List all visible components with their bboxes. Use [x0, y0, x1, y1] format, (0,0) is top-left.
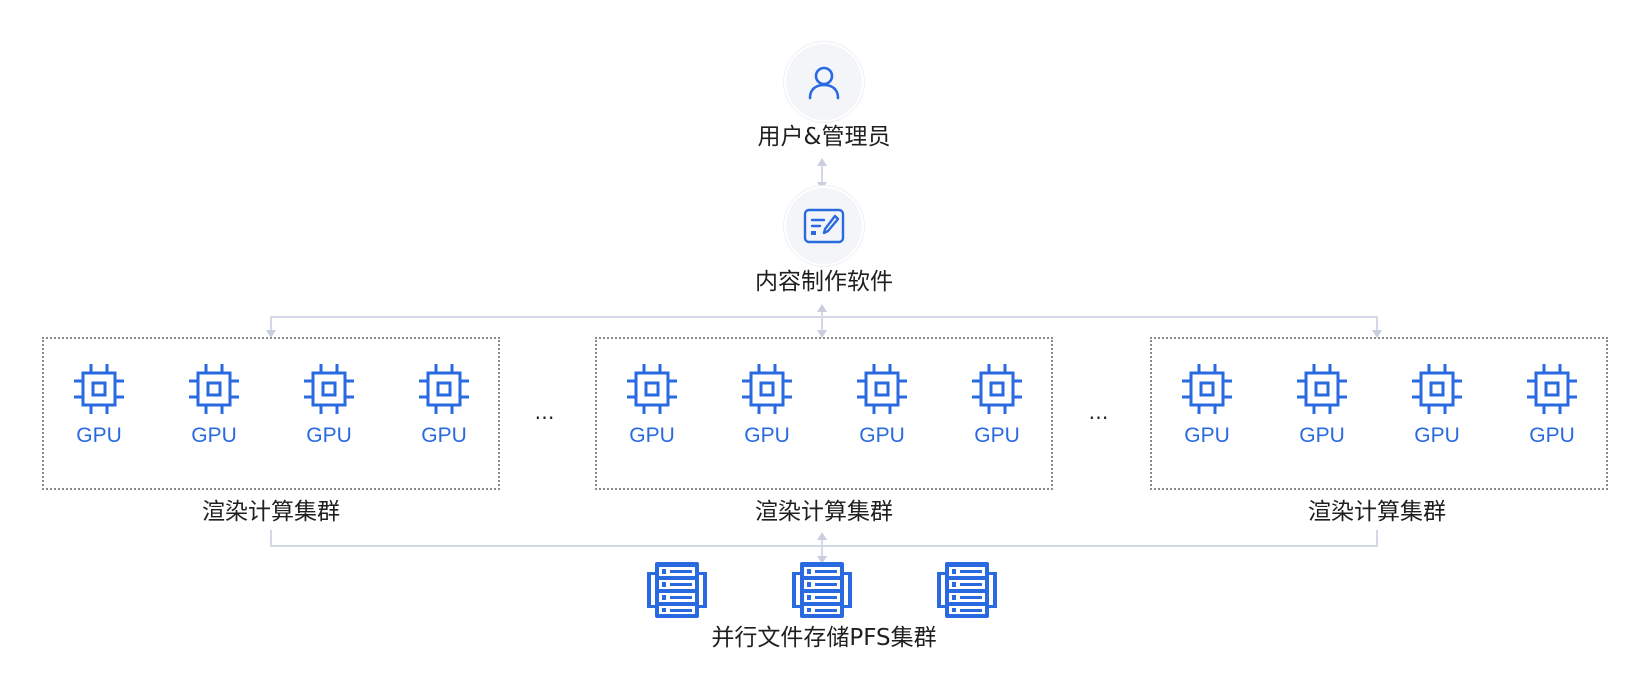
storage-server — [645, 560, 709, 624]
gpu-label: GPU — [1299, 424, 1345, 447]
chip-icon — [742, 364, 792, 414]
chip-icon — [857, 364, 907, 414]
ellipsis: … — [534, 400, 556, 424]
user-node — [786, 44, 862, 120]
server-rack-icon — [937, 562, 997, 618]
server-rack-icon — [647, 562, 707, 618]
gpu-item: GPU — [409, 361, 479, 449]
chip-icon — [1182, 364, 1232, 414]
storage-server — [935, 560, 999, 624]
chip-icon — [304, 364, 354, 414]
gpu-item: GPU — [179, 361, 249, 449]
software-node — [786, 188, 862, 264]
gpu-label: GPU — [1184, 424, 1230, 447]
storage-label: 并行文件存储PFS集群 — [711, 625, 937, 651]
gpu-item: GPU — [1172, 361, 1242, 449]
chip-icon — [627, 364, 677, 414]
gpu-item: GPU — [962, 361, 1032, 449]
gpu-item: GPU — [64, 361, 134, 449]
cluster-label: 渲染计算集群 — [1308, 499, 1446, 525]
server-rack-icon — [792, 562, 852, 618]
chip-icon — [972, 364, 1022, 414]
chip-icon — [1412, 364, 1462, 414]
chip-icon — [1297, 364, 1347, 414]
edit-document-icon — [803, 208, 845, 244]
gpu-label: GPU — [306, 424, 352, 447]
gpu-item: GPU — [617, 361, 687, 449]
gpu-label: GPU — [421, 424, 467, 447]
gpu-label: GPU — [629, 424, 675, 447]
chip-icon — [74, 364, 124, 414]
gpu-label: GPU — [1414, 424, 1460, 447]
cluster-label: 渲染计算集群 — [202, 499, 340, 525]
chip-icon — [419, 364, 469, 414]
gpu-label: GPU — [76, 424, 122, 447]
user-icon — [808, 66, 840, 100]
user-node-label: 用户&管理员 — [757, 124, 891, 150]
chip-icon — [1527, 364, 1577, 414]
software-node-label: 内容制作软件 — [755, 269, 893, 295]
gpu-item: GPU — [294, 361, 364, 449]
chip-icon — [189, 364, 239, 414]
gpu-item: GPU — [847, 361, 917, 449]
gpu-label: GPU — [1529, 424, 1575, 447]
gpu-label: GPU — [974, 424, 1020, 447]
render-cluster-2: GPU GPU GPU GPU — [595, 337, 1053, 490]
gpu-item: GPU — [1402, 361, 1472, 449]
gpu-label: GPU — [744, 424, 790, 447]
ellipsis: … — [1088, 400, 1110, 424]
gpu-label: GPU — [859, 424, 905, 447]
gpu-label: GPU — [191, 424, 237, 447]
render-cluster-3: GPU GPU GPU GPU — [1150, 337, 1608, 490]
storage-server — [790, 560, 854, 624]
render-cluster-1: GPU GPU GPU GPU — [42, 337, 500, 490]
gpu-item: GPU — [732, 361, 802, 449]
gpu-item: GPU — [1287, 361, 1357, 449]
gpu-item: GPU — [1517, 361, 1587, 449]
cluster-label: 渲染计算集群 — [755, 499, 893, 525]
